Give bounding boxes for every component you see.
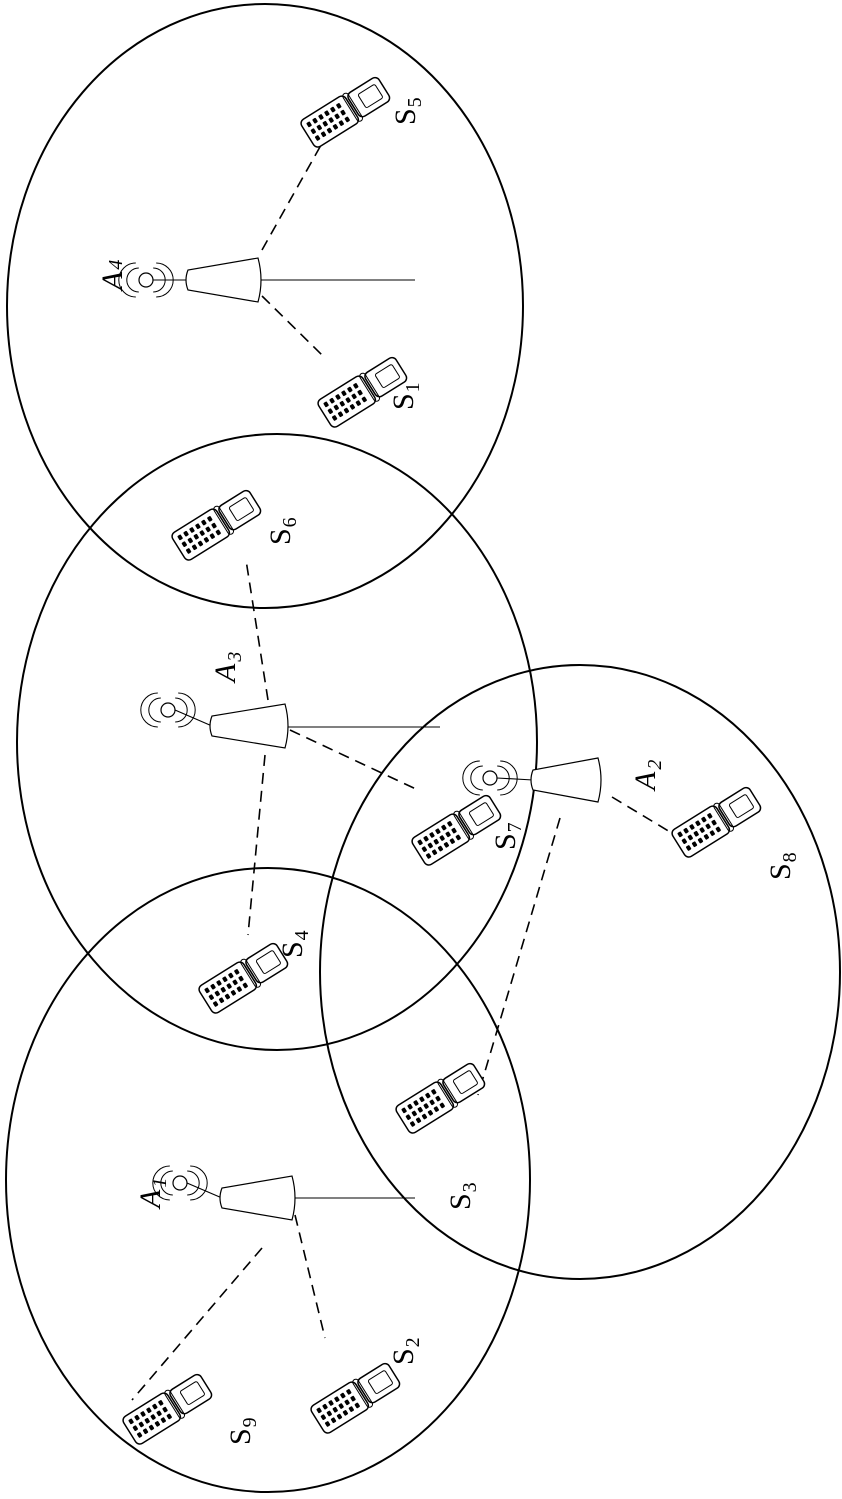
link-a1-s2: [294, 1214, 326, 1339]
svg-text:S2: S2: [387, 1337, 424, 1365]
phone-lid-icon: [357, 1362, 401, 1404]
coverage-cell-a3: [16, 433, 538, 1051]
svg-text:A2: A2: [629, 760, 666, 792]
coverage-cell-a1: [5, 867, 531, 1493]
station-s6: [171, 489, 262, 561]
phone-body-icon: [395, 1081, 455, 1134]
label-a3: A3: [209, 652, 246, 684]
phone-lid-icon: [718, 786, 762, 828]
label-s5: S5: [389, 97, 426, 125]
access-point-a2: [462, 757, 602, 803]
label-a1: A1: [134, 1178, 171, 1210]
svg-text:S8: S8: [764, 852, 801, 880]
antenna-node-icon: [482, 770, 498, 786]
link-a3-s6: [245, 559, 269, 701]
station-s3: [395, 1062, 486, 1134]
wired-lines: [255, 279, 440, 1199]
phone-lid-icon: [442, 1062, 486, 1104]
svg-text:A3: A3: [209, 652, 246, 684]
label-a2: A2: [629, 760, 666, 792]
stations: [122, 76, 762, 1445]
svg-text:S1: S1: [387, 382, 424, 410]
access-point-cone-icon: [530, 757, 602, 803]
phone-lid-icon: [245, 942, 289, 984]
svg-text:A1: A1: [134, 1178, 171, 1210]
label-s7: S7: [489, 822, 526, 850]
station-s7: [411, 794, 502, 866]
station-s4: [198, 942, 289, 1014]
station-s1: [317, 356, 408, 428]
access-point-cone-icon: [219, 1175, 296, 1221]
svg-text:S4: S4: [276, 930, 313, 958]
phone-body-icon: [171, 508, 231, 561]
links: [131, 137, 701, 1401]
phone-body-icon: [411, 813, 471, 866]
label-s6: S6: [264, 517, 301, 545]
svg-text:S7: S7: [489, 822, 526, 850]
label-a4: A4: [96, 260, 129, 292]
link-a4-s1: [261, 295, 323, 356]
phone-body-icon: [310, 1381, 370, 1434]
phone-lid-icon: [458, 794, 502, 836]
antenna-node-icon: [160, 702, 176, 718]
access-point-cone-icon: [209, 703, 289, 749]
station-s9: [122, 1373, 213, 1445]
link-a4-s5: [261, 137, 326, 251]
phone-lid-icon: [347, 76, 391, 118]
svg-text:S5: S5: [389, 97, 426, 125]
access-points: [118, 257, 602, 1221]
label-s2: S2: [387, 1337, 424, 1365]
phone-body-icon: [671, 805, 731, 858]
svg-text:S9: S9: [224, 1417, 261, 1445]
labels: A4 A3 A2 A1 S5 S1 S6 S7 S4 S8 S3: [96, 97, 801, 1445]
access-point-a4: [118, 257, 262, 303]
coverage-cell-a2: [319, 664, 841, 1280]
link-a3-s7: [289, 729, 419, 791]
access-point-a1: [152, 1165, 296, 1221]
svg-text:S6: S6: [264, 517, 301, 545]
label-s1: S1: [387, 382, 424, 410]
label-s4: S4: [276, 930, 313, 958]
label-s8: S8: [764, 852, 801, 880]
station-s2: [310, 1362, 401, 1434]
link-a1-s9: [131, 1247, 263, 1401]
station-s5: [300, 76, 391, 148]
coverage-cells: [5, 3, 841, 1493]
access-point-cone-icon: [185, 257, 262, 303]
label-s9: S9: [224, 1417, 261, 1445]
radio-waves-icon: [140, 692, 196, 728]
phone-lid-icon: [364, 356, 408, 398]
label-s3: S3: [444, 1182, 481, 1210]
radio-waves-icon: [462, 760, 518, 796]
radio-waves-icon: [152, 1165, 208, 1201]
phone-body-icon: [198, 961, 258, 1014]
phone-body-icon: [122, 1392, 182, 1445]
phone-lid-icon: [218, 489, 262, 531]
svg-text:A4: A4: [96, 260, 129, 292]
link-a2-s3: [477, 817, 561, 1096]
antenna-node-icon: [138, 272, 154, 288]
coverage-cell-a4: [6, 3, 524, 609]
link-a3-s4: [247, 754, 266, 936]
station-s8: [671, 786, 762, 858]
svg-text:S3: S3: [444, 1182, 481, 1210]
antenna-node-icon: [172, 1175, 188, 1191]
phone-lid-icon: [169, 1373, 213, 1415]
access-point-a3: [140, 692, 289, 749]
